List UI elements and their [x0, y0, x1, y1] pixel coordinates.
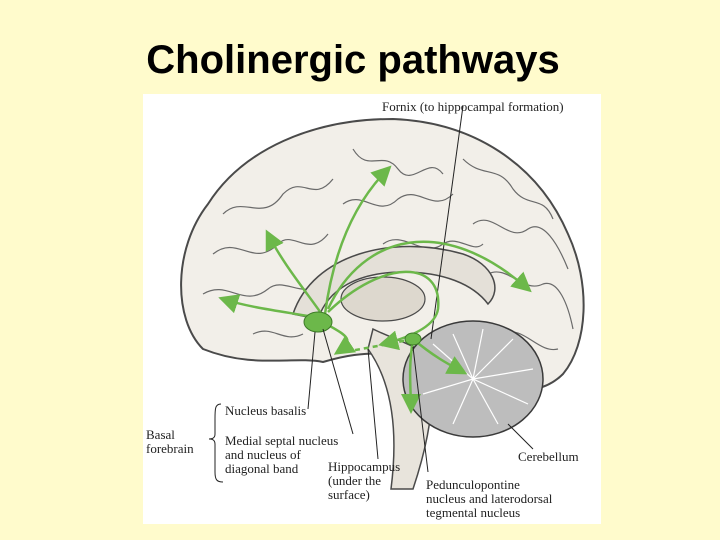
label-medial-septal-line1: Medial septal nucleus [225, 434, 338, 448]
label-cerebellum: Cerebellum [518, 450, 579, 464]
basal-forebrain-bracket [209, 404, 223, 482]
label-pedunculopontine-line1: Pedunculopontine [426, 478, 520, 492]
basal-forebrain-nucleus [304, 312, 332, 332]
label-medial-septal-line2: and nucleus of [225, 448, 301, 462]
label-pedunculopontine-line2: nucleus and laterodorsal [426, 492, 552, 506]
brain-illustration: Fornix (to hippocampal formation) Nucleu… [143, 94, 601, 524]
label-hippocampus-line3: surface) [328, 488, 370, 502]
label-basal-line2: forebrain [146, 442, 194, 456]
label-hippocampus-line1: Hippocampus [328, 460, 400, 474]
brainstem-nucleus [405, 333, 421, 345]
label-medial-septal-line3: diagonal band [225, 462, 298, 476]
slide-title: Cholinergic pathways [0, 38, 706, 83]
label-nucleus-basalis: Nucleus basalis [225, 404, 306, 418]
label-hippocampus-line2: (under the [328, 474, 381, 488]
label-basal-line1: Basal [146, 428, 175, 442]
label-fornix: Fornix (to hippocampal formation) [382, 100, 564, 114]
label-pedunculopontine-line3: tegmental nucleus [426, 506, 520, 520]
thalamus [341, 277, 425, 321]
